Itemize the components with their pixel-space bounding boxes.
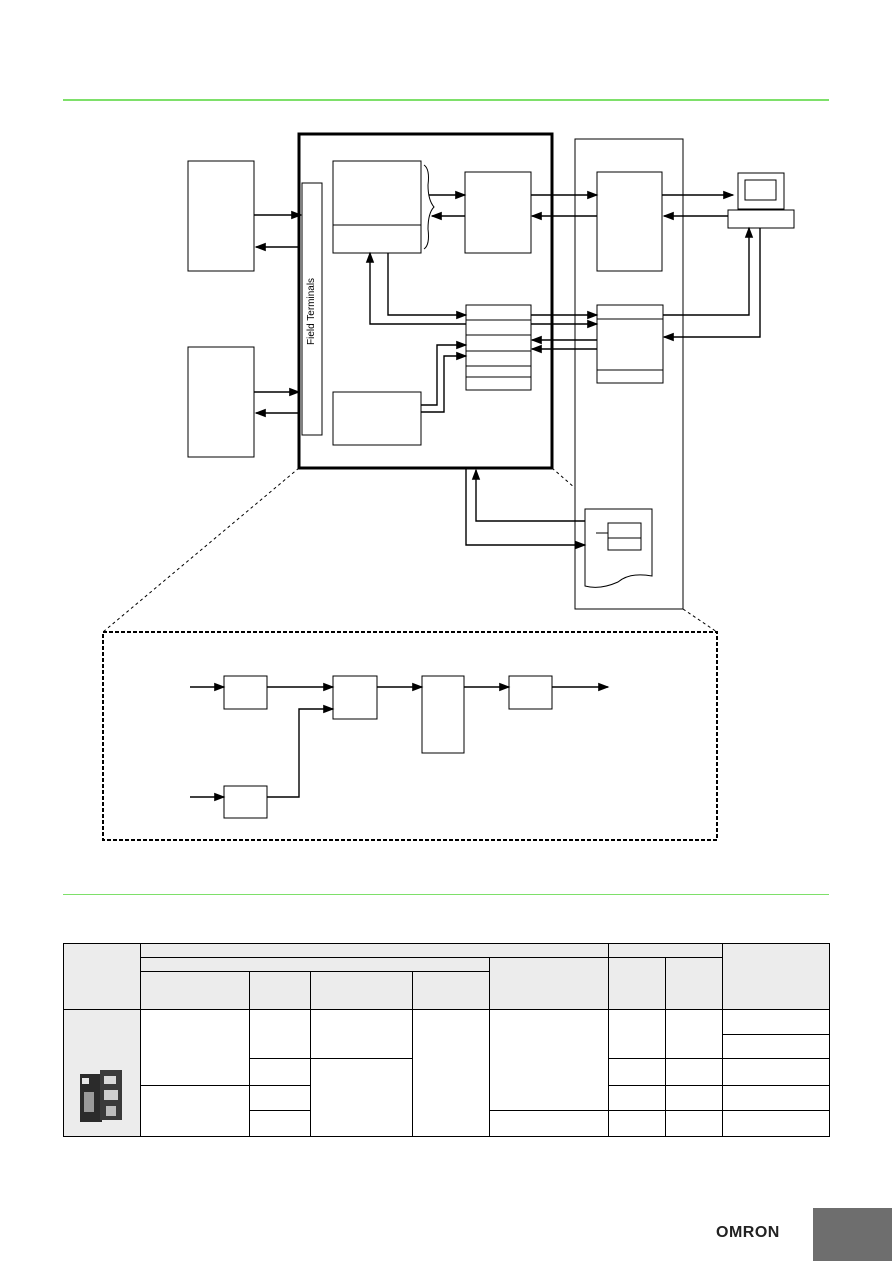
- table-header-cell: [140, 957, 490, 972]
- table-header-cell: [249, 971, 311, 1010]
- table-cell: [608, 1110, 667, 1137]
- comm-block: [464, 171, 532, 254]
- table-header-cell: [722, 943, 831, 1010]
- table-cell: [722, 1009, 831, 1035]
- table-header-cell: [608, 943, 724, 958]
- table-cell: [488, 1110, 610, 1137]
- field-terminals-strip: [301, 182, 323, 436]
- table-cell: [608, 1009, 667, 1059]
- table-header-cell: [412, 971, 490, 1010]
- left-device-bottom: [187, 346, 255, 458]
- table-cell: [249, 1110, 311, 1137]
- field-terminals-label: Field Terminals: [306, 277, 317, 345]
- table-cell: [665, 1058, 724, 1086]
- table-cell: [665, 1009, 724, 1059]
- table-cell: [722, 1085, 831, 1111]
- table-cell: [249, 1085, 311, 1111]
- table-header-cell: [310, 971, 413, 1010]
- left-device-top: [187, 160, 255, 272]
- remote-terminal-block: [596, 304, 664, 384]
- remote-panel: [574, 138, 684, 610]
- table-cell: [249, 1058, 311, 1086]
- cpu-block: [332, 160, 422, 254]
- table-cell: [665, 1110, 724, 1137]
- io-block: [332, 391, 422, 446]
- remote-comm-block: [596, 171, 663, 272]
- table-cell: [412, 1009, 490, 1137]
- document-symbol: [584, 508, 653, 588]
- table-cell: [608, 1058, 667, 1086]
- table-cell: [249, 1009, 311, 1059]
- table-cell: [310, 1009, 413, 1059]
- section-rule-middle: [63, 894, 829, 895]
- section-rule-top: [63, 99, 829, 101]
- system-block-diagram: [102, 132, 795, 841]
- table-header-cell: [140, 971, 250, 1010]
- table-cell: [722, 1058, 831, 1086]
- table-header-cell: [665, 957, 724, 1010]
- table-header-cell: [488, 957, 610, 1010]
- table-cell: [722, 1110, 831, 1137]
- computer-base: [727, 209, 795, 229]
- product-thumbnail: [80, 1070, 122, 1122]
- table-header-cell: [139, 943, 610, 958]
- page-tab: [813, 1208, 892, 1261]
- specification-table: [63, 943, 831, 1137]
- table-cell: [140, 1009, 250, 1086]
- table-header-cell: [63, 943, 141, 1010]
- table-cell: [722, 1034, 831, 1059]
- detail-frame: [102, 631, 718, 841]
- table-cell: [665, 1085, 724, 1111]
- main-controller-box: [297, 132, 554, 470]
- table-cell: [608, 1085, 667, 1111]
- table-cell: [488, 1009, 610, 1111]
- omron-logo: OMRON: [716, 1224, 780, 1241]
- table-header-cell: [608, 957, 667, 1010]
- table-cell: [140, 1085, 250, 1137]
- computer-monitor: [737, 172, 785, 210]
- table-cell: [310, 1058, 413, 1137]
